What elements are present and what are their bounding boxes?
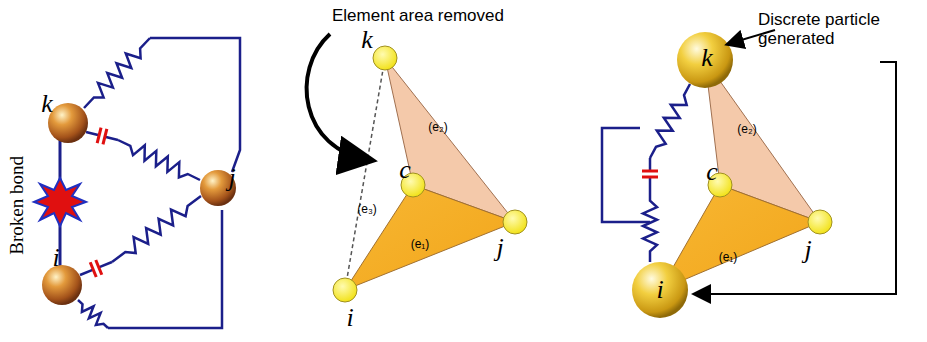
element-e1 — [660, 185, 820, 290]
particle-letter: i — [656, 276, 663, 305]
element-label: (e₃) — [357, 203, 377, 216]
callout-label: Broken bond — [7, 156, 28, 255]
spring-coil — [112, 196, 201, 262]
element-panel — [307, 34, 527, 302]
damper-symbol — [96, 260, 102, 275]
damper-symbol — [649, 158, 652, 171]
removed-edge — [345, 58, 385, 290]
node-k — [373, 46, 397, 70]
particle-k — [677, 32, 733, 88]
particle-letter: c — [399, 156, 411, 185]
damper-symbol — [90, 262, 96, 277]
spring-coil — [118, 140, 200, 180]
particle-letter: j — [228, 164, 235, 193]
spring-coil — [78, 300, 108, 328]
damper-symbol — [105, 137, 118, 140]
damper-symbol — [99, 262, 112, 267]
particle-i — [632, 262, 688, 318]
element-label: (e₁) — [719, 251, 738, 264]
particle-letter: j — [804, 236, 811, 265]
node-j — [808, 210, 832, 234]
broken-bond-panel — [34, 38, 240, 328]
damper-symbol — [97, 128, 101, 144]
element-label: (e₂) — [428, 121, 447, 134]
element-label: (e₁) — [411, 238, 430, 251]
spring-coil — [643, 190, 657, 262]
element-label: (e₂) — [737, 123, 756, 136]
broken-bond-burst — [34, 178, 86, 226]
particle-letter: j — [496, 234, 503, 263]
node-i — [333, 278, 357, 302]
callout-label: Element area removed — [332, 7, 504, 26]
callout-arrow — [307, 34, 370, 160]
particle-letter: k — [41, 90, 53, 119]
node-j — [503, 210, 527, 234]
damper-symbol — [642, 176, 658, 179]
element-e1 — [345, 185, 515, 290]
particle-letter: i — [346, 304, 353, 333]
damper-symbol — [80, 270, 93, 275]
damper-symbol — [642, 170, 658, 173]
particle-k — [48, 103, 88, 143]
particle-letter: c — [706, 158, 718, 187]
damper-symbol — [86, 132, 99, 135]
spring-coil — [650, 84, 690, 158]
particle-letter: k — [701, 44, 713, 73]
callout-label: Discrete particle generated — [758, 11, 886, 48]
damper-symbol — [103, 129, 107, 145]
spring-assembly — [602, 84, 690, 262]
particle-letter: i — [52, 244, 59, 273]
damper-symbol — [649, 177, 652, 190]
particle-letter: k — [361, 26, 373, 55]
particle-i — [42, 265, 82, 305]
spring-assemblies — [78, 38, 240, 328]
spring-coil — [84, 38, 150, 108]
particle-panel — [602, 30, 896, 318]
leader-arrow — [695, 62, 896, 294]
